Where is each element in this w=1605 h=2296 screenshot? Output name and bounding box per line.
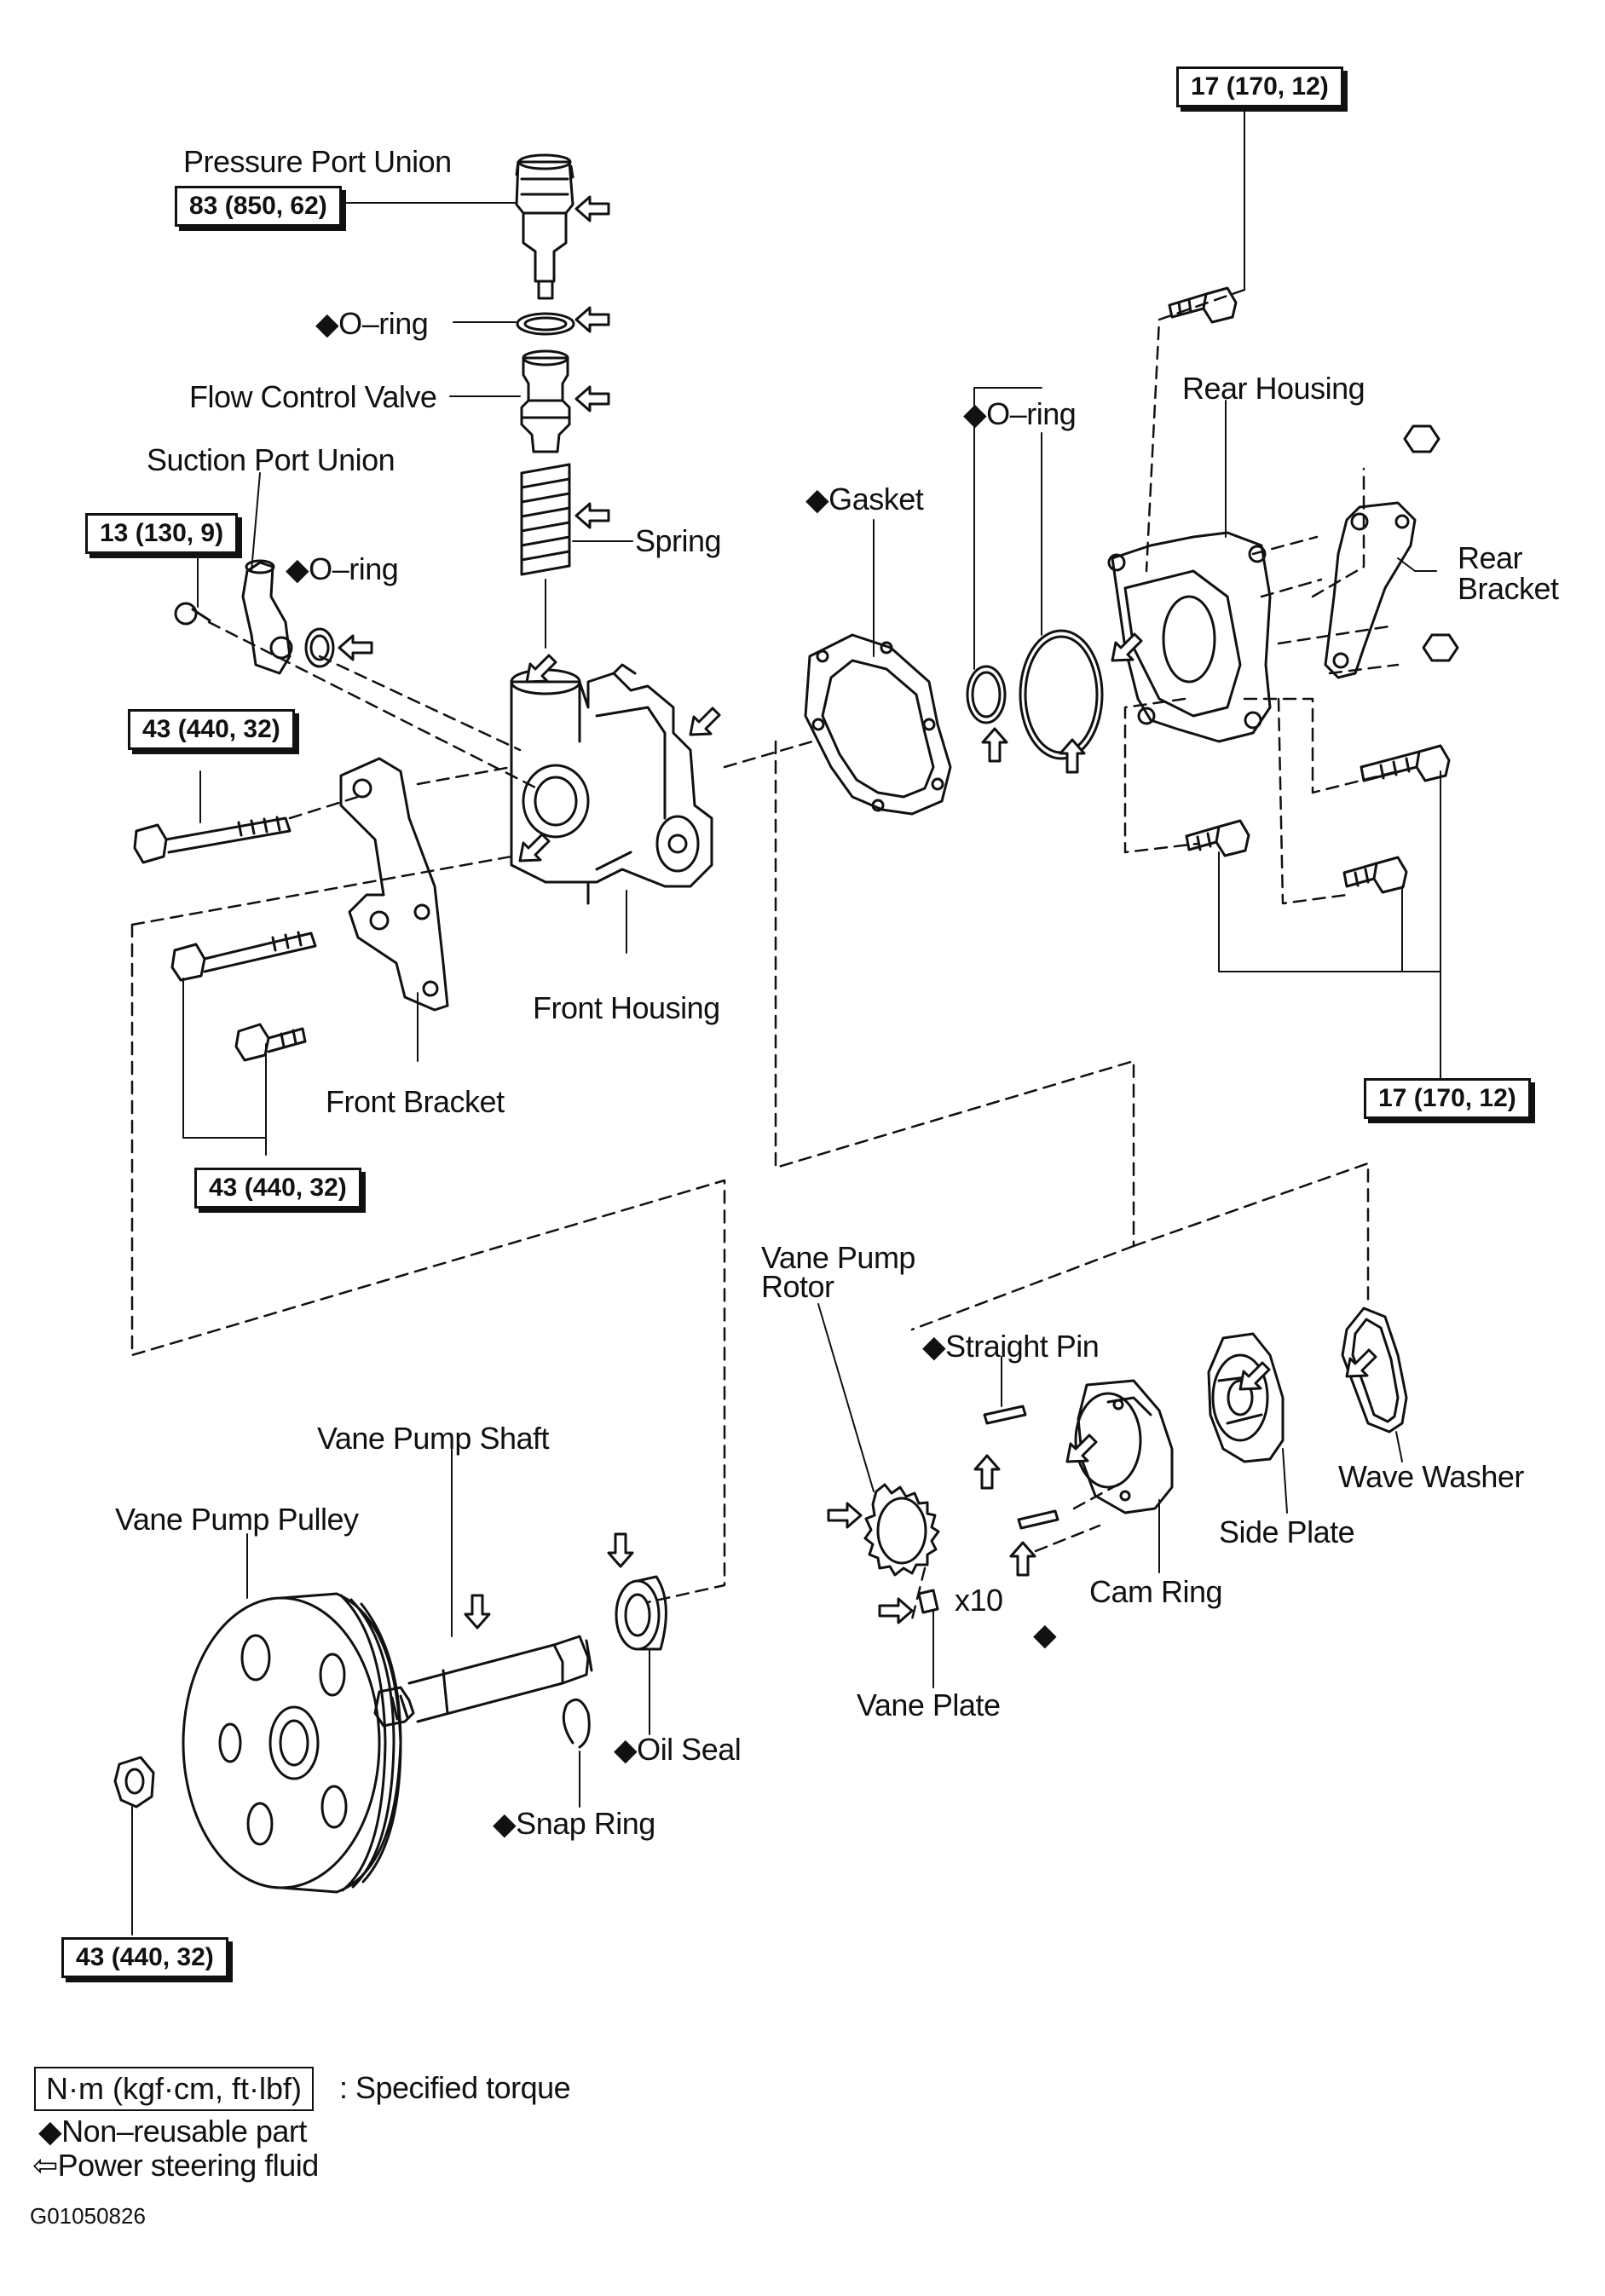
legend-fluid: ⇦Power steering fluid — [32, 2148, 319, 2183]
pressure-port-union — [515, 153, 574, 300]
torque-front-bolt-long: 43 (440, 32) — [128, 709, 295, 750]
snap-ring — [562, 1698, 591, 1749]
label-spring: Spring — [635, 523, 722, 558]
rear-nut-bottom — [1422, 633, 1459, 662]
label-vane-pump-rotor-line1: Vane Pump — [761, 1240, 915, 1275]
legend-torque-desc: : Specified torque — [339, 2070, 571, 2105]
vane-pump-rotor — [863, 1483, 940, 1577]
vane-pump-pulley — [182, 1592, 402, 1894]
label-vane-pump-shaft: Vane Pump Shaft — [317, 1421, 550, 1456]
label-rear-bracket-line2: Bracket — [1458, 571, 1559, 606]
label-suction-port-union: Suction Port Union — [147, 442, 395, 477]
label-straight-pin: ◆Straight Pin — [922, 1329, 1100, 1364]
gasket — [804, 633, 952, 816]
label-front-bracket: Front Bracket — [326, 1084, 505, 1119]
pulley-nut — [113, 1756, 155, 1809]
rear-bolt-left — [1185, 819, 1250, 857]
label-wave-washer: Wave Washer — [1338, 1459, 1524, 1494]
label-pressure-port-union: Pressure Port Union — [183, 144, 452, 179]
torque-pulley-nut: 43 (440, 32) — [61, 1937, 228, 1978]
front-bolt-short — [234, 1023, 307, 1062]
oil-seal — [615, 1575, 667, 1651]
label-vane-plate: Vane Plate — [857, 1687, 1001, 1722]
label-flow-control-valve: Flow Control Valve — [189, 379, 437, 414]
oring-large — [1019, 629, 1104, 760]
torque-rear-bottom: 17 (170, 12) — [1364, 1078, 1531, 1119]
front-housing — [510, 663, 713, 905]
straight-pin-1 — [983, 1405, 1027, 1425]
torque-rear-top: 17 (170, 12) — [1176, 66, 1343, 107]
label-front-housing: Front Housing — [533, 990, 720, 1025]
label-diamond-marker: ◆ — [1033, 1617, 1057, 1652]
flow-control-valve — [520, 349, 571, 453]
label-oring-top: ◆O–ring — [315, 306, 429, 341]
rear-top-bolt — [1168, 286, 1238, 324]
front-bracket — [339, 757, 449, 1012]
dashed-assembly-lines — [130, 288, 1400, 1621]
label-vane-pump-pulley: Vane Pump Pulley — [115, 1502, 359, 1537]
leader-lines — [131, 93, 1441, 1935]
label-x10: x10 — [955, 1583, 1003, 1618]
label-cam-ring: Cam Ring — [1089, 1574, 1223, 1609]
torque-front-bracket-bolts: 43 (440, 32) — [194, 1168, 361, 1209]
vane-plate — [917, 1589, 939, 1614]
label-oring-right: ◆O–ring — [963, 396, 1077, 431]
label-side-plate: Side Plate — [1219, 1514, 1355, 1549]
legend-torque-unit: N·m (kgf·cm, ft·lbf) — [34, 2067, 314, 2111]
rear-bracket — [1324, 501, 1417, 679]
label-gasket: ◆Gasket — [805, 482, 924, 516]
label-oil-seal: ◆Oil Seal — [614, 1732, 742, 1767]
rear-housing — [1107, 531, 1272, 743]
straight-pin-2 — [1017, 1509, 1059, 1530]
vane-pump-shaft — [373, 1635, 593, 1728]
oring-top — [516, 312, 575, 336]
rear-bolt-right-1 — [1360, 744, 1451, 782]
front-bolt-long — [133, 816, 292, 864]
suction-port-union — [241, 559, 293, 675]
label-rear-housing: Rear Housing — [1182, 371, 1365, 406]
label-rear-bracket-line1: Rear — [1458, 540, 1523, 575]
side-plate — [1207, 1332, 1285, 1463]
fluid-arrows — [338, 195, 1377, 1630]
oring-small — [966, 665, 1007, 724]
suction-bolt — [174, 602, 198, 626]
label-snap-ring: ◆Snap Ring — [493, 1806, 655, 1841]
spring — [520, 463, 571, 649]
label-vane-pump-rotor-line2: Rotor — [761, 1269, 834, 1304]
torque-pressure-port: 83 (850, 62) — [175, 186, 342, 227]
legend-non-reusable: ◆Non–reusable part — [38, 2114, 307, 2149]
label-oring-suction: ◆O–ring — [286, 551, 399, 586]
torque-suction-port: 13 (130, 9) — [85, 513, 239, 554]
rear-nut-top — [1403, 424, 1440, 453]
rear-bolt-right-2 — [1342, 856, 1408, 894]
figure-id: G01050826 — [30, 2203, 146, 2229]
front-bolt-mid — [170, 931, 317, 982]
